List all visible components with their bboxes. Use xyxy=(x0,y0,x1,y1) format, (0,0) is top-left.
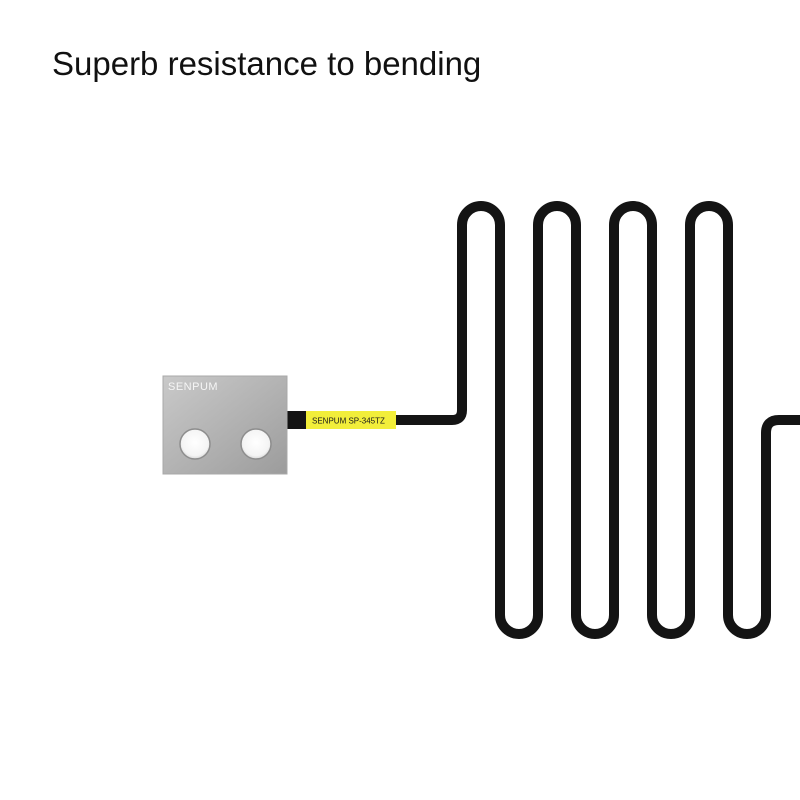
headline-title: Superb resistance to bending xyxy=(52,45,482,82)
mounting-hole-left xyxy=(179,428,211,460)
sensor-brand-text: SENPUM xyxy=(168,381,218,393)
sensor-body: SENPUM xyxy=(162,375,288,475)
cable-label-text: SENPUM SP-345TZ xyxy=(312,417,385,426)
coiled-cable xyxy=(395,201,800,639)
mounting-hole-right xyxy=(240,428,272,460)
cable-stub xyxy=(284,411,308,429)
cable-label-band xyxy=(306,411,396,429)
